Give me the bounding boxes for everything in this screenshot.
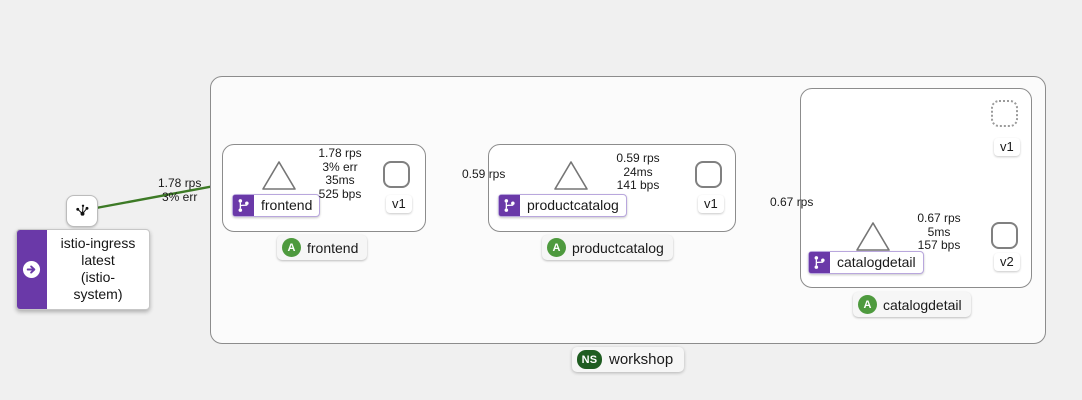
app-badge: A xyxy=(858,295,877,314)
app-badge: A xyxy=(282,238,301,257)
topology-node-icon xyxy=(75,204,88,216)
istio-ingress-node[interactable] xyxy=(66,195,98,227)
metric-line: 157 bps xyxy=(917,238,961,252)
ingress-namespace: (istio-system) xyxy=(73,269,123,302)
service-label-text: productcatalog xyxy=(527,197,619,213)
workload-square xyxy=(695,161,722,188)
app-label-text: productcatalog xyxy=(572,239,664,256)
metric-line: 141 bps xyxy=(616,178,660,192)
metric-line: 0.67 rps xyxy=(917,211,961,225)
ingress-side-bar xyxy=(17,230,47,309)
service-label-text: frontend xyxy=(261,197,313,213)
ingress-name: istio-ingress xyxy=(60,235,136,251)
service-label-productcatalog[interactable]: productcatalog xyxy=(498,194,627,217)
branch-glyph-icon xyxy=(238,199,249,212)
edge-metrics-ingress-to-frontend: 1.78 rps 3% err xyxy=(158,176,202,204)
metric-line: 1.78 rps xyxy=(158,176,202,190)
workload-node-catalogdetail-v2[interactable] xyxy=(991,222,1018,249)
branch-glyph-icon xyxy=(814,256,825,269)
workload-label-catalogdetail-v1: v1 xyxy=(994,138,1020,156)
metric-line: 5ms xyxy=(927,224,951,239)
metric-line: 35ms xyxy=(325,173,355,187)
workload-label-catalogdetail-v2: v2 xyxy=(994,253,1020,271)
edge-metrics-frontend-v1-to-productcatalog: 0.59 rps xyxy=(462,167,505,181)
metric-line: 0.59 rps xyxy=(462,167,506,181)
service-triangle-icon xyxy=(554,161,588,190)
workload-node-catalogdetail-v1[interactable] xyxy=(991,100,1018,127)
app-label-catalogdetail[interactable]: A catalogdetail xyxy=(853,292,971,317)
ingress-version: latest xyxy=(81,252,115,268)
service-triangle-icon xyxy=(262,161,296,190)
service-branch-icon xyxy=(809,252,830,273)
app-label-text: catalogdetail xyxy=(883,296,962,313)
metric-line: 1.78 rps xyxy=(318,146,362,160)
workload-label-productcatalog-v1: v1 xyxy=(698,195,724,213)
metric-line: 525 bps xyxy=(318,186,362,201)
service-node-frontend[interactable] xyxy=(261,160,297,191)
edge-metrics-frontend-service-to-v1: 1.78 rps 3% err 35ms 525 bps xyxy=(295,146,385,201)
service-node-productcatalog[interactable] xyxy=(553,160,589,191)
metric-line: 0.59 rps xyxy=(616,151,660,165)
istio-ingress-card[interactable]: istio-ingress latest (istio-system) xyxy=(16,229,150,310)
ingress-card-body: istio-ingress latest (istio-system) xyxy=(47,230,149,309)
namespace-badge: NS xyxy=(577,350,602,369)
workload-square-idle xyxy=(991,100,1018,127)
arrow-right-circle-icon xyxy=(23,260,41,279)
workload-node-productcatalog-v1[interactable] xyxy=(695,161,722,188)
workload-square xyxy=(991,222,1018,249)
service-branch-icon xyxy=(233,195,254,216)
metric-line: 3% err xyxy=(162,189,198,204)
service-branch-icon xyxy=(499,195,520,216)
service-triangle-icon xyxy=(856,222,890,251)
service-label-text: catalogdetail xyxy=(837,254,916,270)
app-label-frontend[interactable]: A frontend xyxy=(277,235,368,260)
workload-label-frontend-v1: v1 xyxy=(386,195,412,213)
workload-square xyxy=(383,161,410,188)
service-label-catalogdetail[interactable]: catalogdetail xyxy=(808,251,924,274)
app-box-frontend[interactable] xyxy=(222,144,426,232)
namespace-label-workshop[interactable]: NS workshop xyxy=(572,347,685,372)
service-node-catalogdetail[interactable] xyxy=(855,221,891,252)
namespace-label-text: workshop xyxy=(609,351,674,368)
service-label-frontend[interactable]: frontend xyxy=(232,194,321,217)
app-badge: A xyxy=(547,238,566,257)
branch-glyph-icon xyxy=(504,199,515,212)
app-label-productcatalog[interactable]: A productcatalog xyxy=(542,235,673,260)
metric-line: 3% err xyxy=(322,159,358,174)
workload-node-frontend-v1[interactable] xyxy=(383,161,410,188)
metric-line: 24ms xyxy=(623,164,653,179)
metric-line: 0.67 rps xyxy=(770,195,814,209)
edge-metrics-productcatalog-v1-to-catalogdetail: 0.67 rps xyxy=(770,195,813,209)
edge-metrics-catalogdetail-service-to-v2: 0.67 rps 5ms 157 bps xyxy=(895,211,983,253)
edge-metrics-productcatalog-service-to-v1: 0.59 rps 24ms 141 bps xyxy=(595,151,681,193)
app-label-text: frontend xyxy=(307,239,359,256)
app-box-productcatalog[interactable] xyxy=(488,144,736,232)
